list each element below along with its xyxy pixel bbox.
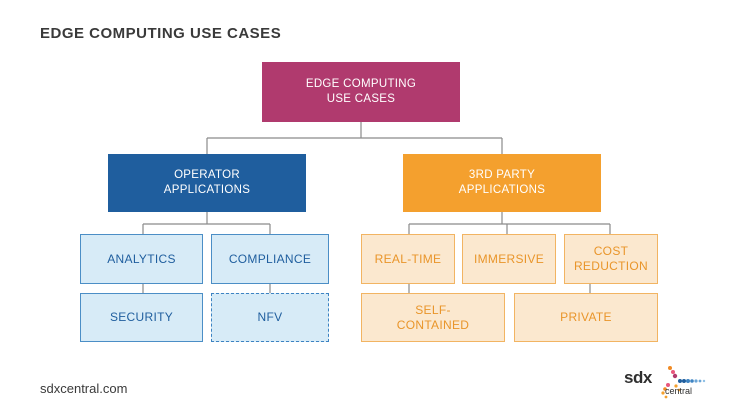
operator-applications-node: OPERATOR APPLICATIONS: [108, 154, 306, 212]
self-contained-line-1: SELF-: [415, 302, 451, 317]
immersive-node: IMMERSIVE: [462, 234, 556, 284]
self-contained-node: SELF- CONTAINED: [361, 293, 505, 342]
logo-burst-graphic: [661, 366, 706, 399]
root-line-1: EDGE COMPUTING: [305, 78, 417, 90]
self-contained-line-2: CONTAINED: [396, 317, 470, 332]
compliance-node: COMPLIANCE: [211, 234, 329, 284]
third-party-line-2: APPLICATIONS: [458, 184, 546, 196]
real-time-node: REAL-TIME: [361, 234, 455, 284]
cost-reduction-line-2: REDUCTION: [573, 259, 649, 273]
cost-reduction-node: COST REDUCTION: [564, 234, 658, 284]
logo-text: sdx: [624, 368, 652, 387]
root-line-2: USE CASES: [326, 93, 396, 105]
private-node: PRIVATE: [514, 293, 658, 342]
third-party-applications-node: 3RD PARTY APPLICATIONS: [403, 154, 601, 212]
page-title: EDGE COMPUTING USE CASES: [40, 25, 282, 42]
cost-reduction-line-1: COST: [593, 244, 629, 258]
root-node: EDGE COMPUTING USE CASES: [262, 62, 460, 122]
footer-url: sdxcentral.com: [40, 381, 128, 396]
sdxcentral-logo-icon: sdx central: [618, 362, 718, 402]
security-node: SECURITY: [80, 293, 203, 342]
nfv-node: NFV: [211, 293, 329, 342]
analytics-node: ANALYTICS: [80, 234, 203, 284]
third-party-line-1: 3RD PARTY: [468, 169, 536, 181]
logo-subtext: central: [665, 386, 693, 396]
operator-line-1: OPERATOR: [174, 169, 240, 181]
operator-line-2: APPLICATIONS: [163, 184, 251, 196]
